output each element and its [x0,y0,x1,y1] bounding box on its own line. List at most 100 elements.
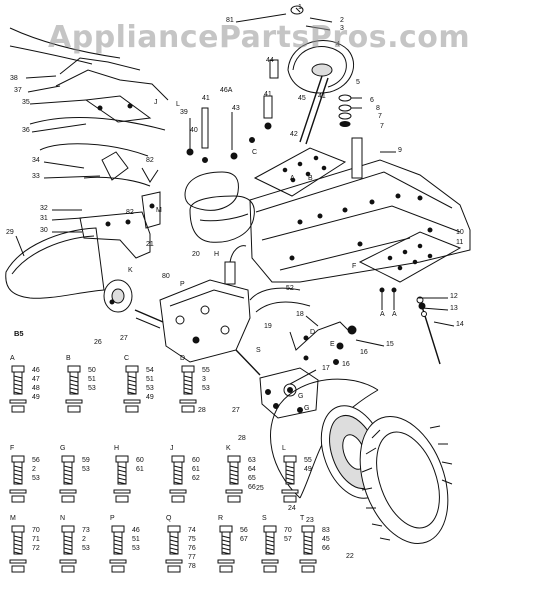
rear-tire [359,415,453,545]
fastener-part-number: 66 [322,545,330,552]
fastener-part-number: 45 [322,536,330,543]
callout-17: 17 [322,365,330,372]
callout-37: 37 [14,87,22,94]
fastener-part-number: 53 [32,475,40,482]
callout-labels: 1 2 3 4 5 6 7 7 8 9 10 11 12 13 14 15 16… [6,4,464,560]
leader-lines [15,7,455,385]
washer-stack [338,94,362,127]
control-linkage [29,57,169,187]
fastener-T: T 83 45 66 [299,515,330,573]
callout-80: 80 [162,273,170,280]
small-hardware-center [303,342,344,365]
callout-21: 21 [146,241,154,248]
fastener-letter: L [282,445,286,452]
fastener-part-number: 70 [32,527,40,534]
steering-wheel [287,5,355,94]
letter-D: D [310,329,315,336]
fastener-part-number: 51 [132,536,140,543]
letter-K: K [128,267,133,274]
section-label: B5 [14,329,24,338]
fastener-part-number: 2 [82,536,86,543]
lift-rod [416,296,441,365]
brake-rod [289,321,357,351]
fastener-part-number: 60 [192,457,200,464]
callout-82b: 82 [126,209,134,216]
callout-23: 23 [306,517,314,524]
fastener-part-number: 61 [136,466,144,473]
callout-11: 11 [456,239,463,246]
fastener-part-number: 66 [248,484,256,491]
fastener-letter: T [300,515,305,522]
fastener-part-number: 83 [322,527,330,534]
mounting-bracket [79,191,161,259]
fastener-part-number: 51 [146,376,154,383]
fastener-part-number: 48 [32,385,40,392]
callout-44: 44 [266,57,274,64]
foot-rest-lower [358,231,462,283]
tractor-frame [249,137,471,283]
fastener-part-number: 53 [146,385,154,392]
seat-hardware [186,107,238,163]
fastener-part-number: 55 [202,367,210,374]
letter-A-2: A [380,311,385,318]
fastener-part-number: 49 [146,394,154,401]
callout-27b: 27 [232,407,240,414]
rear-fender-left [5,227,105,299]
callout-41c: 41 [318,93,326,100]
callout-2: 2 [340,17,344,24]
fastener-part-number: 56 [240,527,248,534]
fastener-part-number: 71 [32,536,40,543]
callout-42: 42 [290,131,298,138]
fastener-part-number: 65 [248,475,256,482]
fastener-part-number: 62 [192,475,200,482]
fastener-part-number: 72 [32,545,40,552]
callout-26: 26 [94,339,102,346]
callout-41b: 41 [264,91,272,98]
fastener-part-number: 61 [192,466,200,473]
callout-31: 31 [40,215,48,222]
frame-bolts [379,287,397,310]
callout-13: 13 [450,305,458,312]
fastener-letter: F [10,445,14,452]
letter-M: M [156,207,162,214]
callout-16b: 16 [342,361,350,368]
fastener-part-number: 50 [88,367,96,374]
callout-9: 9 [398,147,402,154]
fastener-part-number: 75 [188,536,196,543]
fastener-part-number: 60 [136,457,144,464]
fastener-part-number: 51 [88,376,96,383]
callout-41a: 41 [202,95,210,102]
callout-19: 19 [264,323,272,330]
steering-column [249,59,329,145]
hardware-table: A46474849B505153C54515349D55353F56253G59… [9,355,330,573]
callout-39: 39 [180,109,188,116]
callout-32: 32 [40,205,48,212]
callout-1: 1 [298,4,302,11]
callout-36: 36 [22,127,30,134]
callout-27a: 27 [120,335,128,342]
wheel-hub [259,367,319,419]
fastener-letter: B [66,355,71,362]
callout-16a: 16 [360,349,368,356]
letter-G-1: G [298,393,303,400]
fastener-part-number: 59 [82,457,90,464]
callout-43: 43 [232,105,240,112]
letter-J: J [154,99,158,106]
callout-7a: 7 [378,113,382,120]
callout-45: 45 [298,95,306,102]
callout-34: 34 [32,157,40,164]
callout-52: 52 [286,285,294,292]
fastener-letter: R [218,515,223,522]
callout-12: 12 [450,293,458,300]
callout-18: 18 [296,311,304,318]
letter-A-1: A [290,175,295,182]
